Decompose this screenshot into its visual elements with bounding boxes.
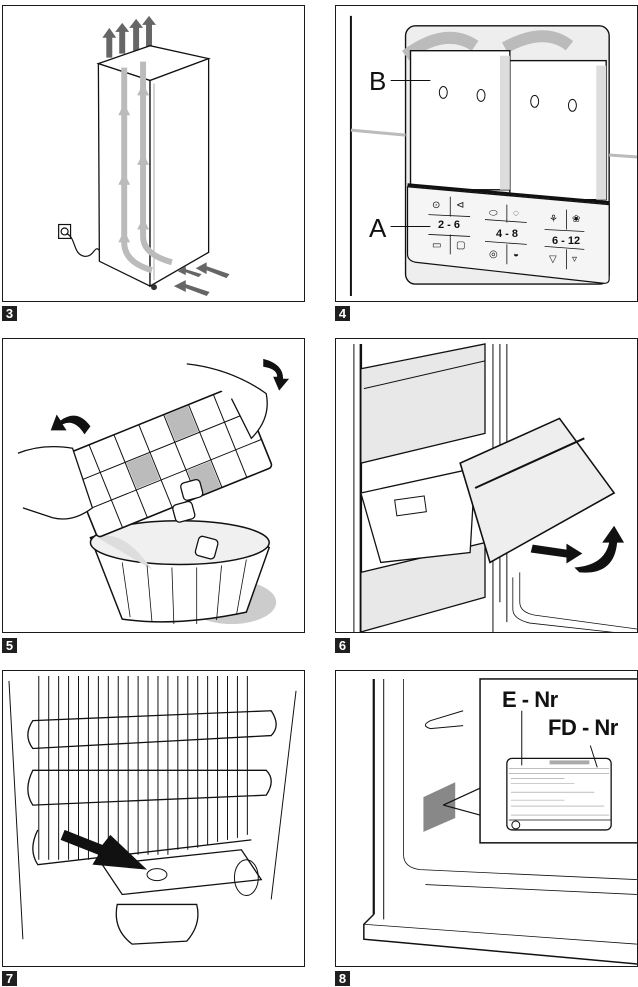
storage-range-2: 4 - 8 bbox=[496, 228, 518, 240]
ice-tray-illustration bbox=[3, 339, 304, 632]
bread-icon: ▭ bbox=[432, 240, 441, 251]
freezer-drawer bbox=[460, 418, 614, 562]
freezer-flap-right bbox=[510, 61, 606, 200]
storage-chart-illustration bbox=[336, 6, 637, 301]
figure-number-badge: 6 bbox=[335, 638, 350, 653]
dish-icon: ▢ bbox=[456, 240, 465, 251]
sausage-icon: ⬭ bbox=[489, 208, 498, 219]
game-icon: ◎ bbox=[489, 249, 498, 260]
callout-b-label: B bbox=[369, 66, 386, 97]
figure-3-air-circulation bbox=[2, 5, 305, 302]
fruit-icon: ⚘ bbox=[549, 214, 558, 225]
drawer-illustration bbox=[336, 339, 637, 632]
figure-5-ice-cubes bbox=[2, 338, 305, 633]
pull-arrow-icon bbox=[531, 544, 583, 564]
rotate-arrow-left-icon bbox=[51, 414, 91, 434]
figure-4-storage-chart: B A 2 - 6 4 - 8 6 - 12 ⊙ ⊲ ▭ ▢ ⬭ ◌ ◎ ◒ ⚘… bbox=[335, 5, 638, 302]
figure-8-rating-plate: E - Nr FD - Nr bbox=[335, 670, 638, 967]
rotate-arrow-right-icon bbox=[263, 359, 289, 391]
rating-plate bbox=[507, 758, 611, 830]
pointer-arrow-icon bbox=[61, 830, 147, 870]
fatty-fish-icon: ⊙ bbox=[432, 200, 440, 211]
figure-number-badge: 8 bbox=[335, 971, 350, 986]
figure-number-badge: 4 bbox=[335, 306, 350, 321]
figure-number-badge: 3 bbox=[2, 306, 17, 321]
vegetable-icon: ❀ bbox=[572, 214, 580, 225]
lift-arrow-icon bbox=[574, 526, 624, 573]
compressor bbox=[116, 904, 198, 944]
poultry-icon: ◌ bbox=[513, 208, 519, 219]
beef-icon: ▽ bbox=[549, 254, 557, 265]
figure-number-badge: 7 bbox=[2, 971, 17, 986]
mushroom-icon: ◒ bbox=[513, 249, 519, 260]
rear-appliance-illustration bbox=[3, 671, 304, 966]
power-socket-icon bbox=[59, 225, 71, 239]
fish-icon: ⊲ bbox=[456, 200, 464, 211]
storage-range-3: 6 - 12 bbox=[552, 235, 580, 247]
power-cable bbox=[67, 233, 100, 256]
storage-range-1: 2 - 6 bbox=[438, 219, 460, 231]
fd-nr-callout: FD - Nr bbox=[548, 715, 618, 741]
freezer-airflow-illustration bbox=[3, 6, 304, 301]
e-nr-callout: E - Nr bbox=[502, 687, 558, 713]
figure-number-badge: 5 bbox=[2, 638, 17, 653]
figure-6-drawer-removal bbox=[335, 338, 638, 633]
freezer-flap-left bbox=[411, 51, 510, 190]
venison-icon: ▿ bbox=[572, 254, 577, 265]
callout-a-label: A bbox=[369, 213, 386, 244]
figure-7-condenser-compressor bbox=[2, 670, 305, 967]
